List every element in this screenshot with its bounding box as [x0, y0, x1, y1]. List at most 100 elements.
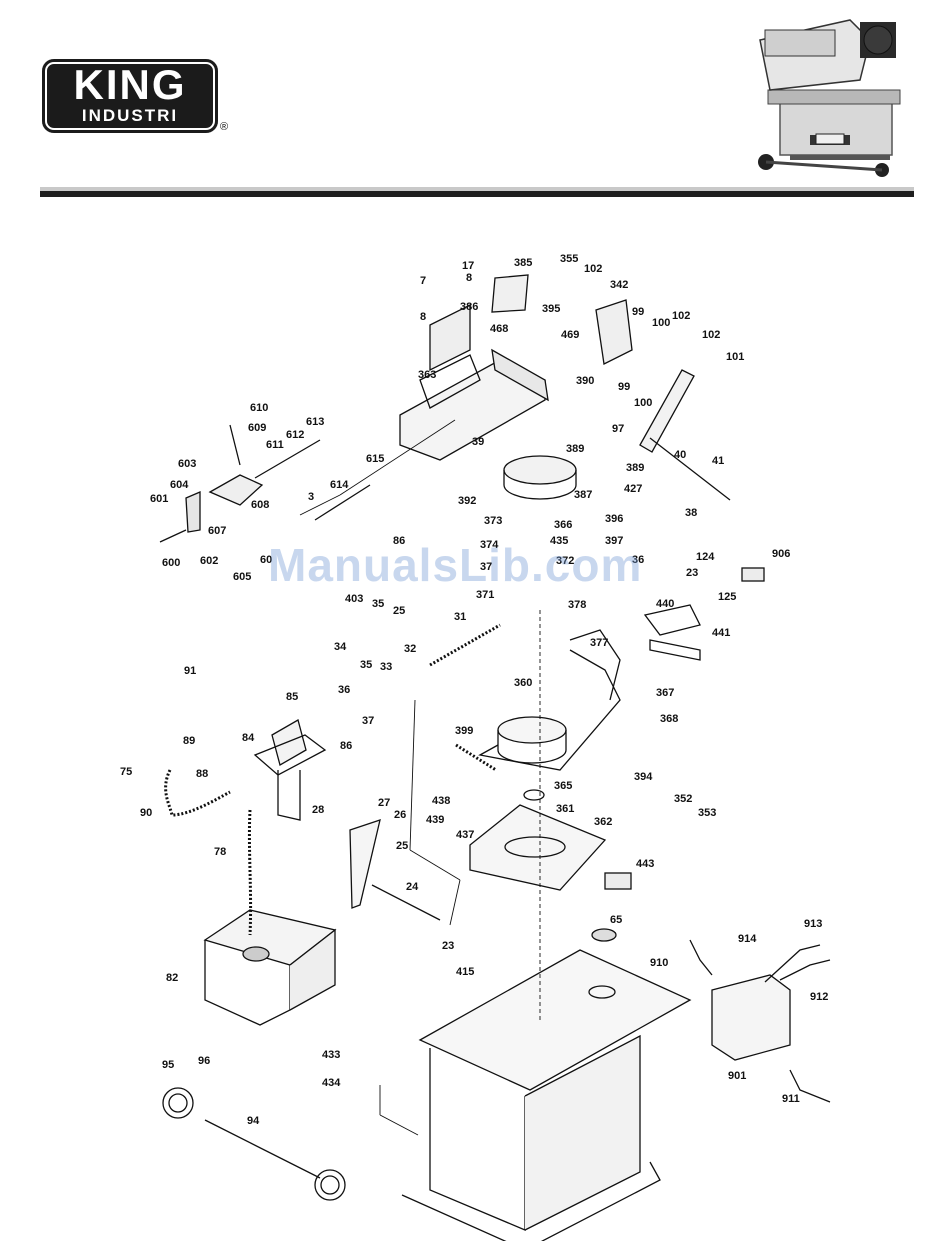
- part-label: 378: [568, 599, 586, 611]
- part-label: 389: [626, 462, 644, 474]
- header-rule-light: [40, 187, 914, 191]
- part-label: 31: [454, 611, 466, 623]
- part-label: 366: [554, 519, 572, 531]
- part-label: 610: [250, 402, 268, 414]
- part-label: 396: [605, 513, 623, 525]
- part-label: 604: [170, 479, 189, 491]
- part-label: 23: [686, 567, 698, 579]
- part-label: 102: [672, 310, 690, 322]
- part-label: 440: [656, 598, 674, 610]
- part-label: 600: [162, 557, 180, 569]
- part-label: 434: [322, 1077, 341, 1089]
- part-label: 41: [712, 455, 724, 467]
- part-label: 615: [366, 453, 384, 465]
- part-label: 28: [312, 804, 324, 816]
- part-label: 914: [738, 933, 757, 945]
- part-label: 97: [612, 423, 624, 435]
- part-label: 17: [462, 260, 474, 272]
- part-label: 372: [556, 555, 574, 567]
- part-label: 99: [618, 381, 630, 393]
- part-label: 26: [394, 809, 406, 821]
- part-label: 36: [632, 554, 644, 566]
- part-label: 912: [810, 991, 828, 1003]
- part-label: 101: [726, 351, 744, 363]
- part-label: 602: [200, 555, 218, 567]
- part-label: 33: [380, 661, 392, 673]
- logo-king-text: KING: [73, 61, 187, 108]
- part-label: 78: [214, 846, 226, 858]
- part-label: 415: [456, 966, 474, 978]
- part-label: 355: [560, 253, 578, 265]
- part-label: 913: [804, 918, 822, 930]
- part-label: 403: [345, 593, 363, 605]
- part-label: 910: [650, 957, 668, 969]
- part-label: 102: [584, 263, 602, 275]
- part-label: 399: [455, 725, 473, 737]
- manualslib-watermark: ManualsLib.com: [268, 539, 643, 591]
- part-label: 435: [550, 535, 568, 547]
- part-label: 96: [198, 1055, 210, 1067]
- part-label: 99: [632, 306, 644, 318]
- part-label: 37: [362, 715, 374, 727]
- part-label: 65: [610, 914, 622, 926]
- part-label: 371: [476, 589, 494, 601]
- part-label: 387: [574, 489, 592, 501]
- part-label: 27: [378, 797, 390, 809]
- part-label: 468: [490, 323, 508, 335]
- part-label: 373: [484, 515, 502, 527]
- part-label: 614: [330, 479, 349, 491]
- part-label: 39: [472, 436, 484, 448]
- part-label: 438: [432, 795, 450, 807]
- part-label: 94: [247, 1115, 260, 1127]
- part-label: 394: [634, 771, 653, 783]
- part-label: 35: [360, 659, 372, 671]
- part-label: 60: [260, 554, 272, 566]
- part-label: 397: [605, 535, 623, 547]
- part-label: 100: [634, 397, 652, 409]
- part-label: 82: [166, 972, 178, 984]
- part-label: 88: [196, 768, 208, 780]
- part-label: 390: [576, 375, 594, 387]
- part-label: 35: [372, 598, 384, 610]
- part-label: 353: [698, 807, 716, 819]
- part-label: 25: [393, 605, 405, 617]
- part-label: 360: [514, 677, 532, 689]
- part-label: 368: [660, 713, 678, 725]
- part-label: 75: [120, 766, 132, 778]
- part-label: 608: [251, 499, 269, 511]
- part-label: 395: [542, 303, 560, 315]
- part-label: 607: [208, 525, 226, 537]
- part-label: 40: [674, 449, 686, 461]
- part-label: 7: [420, 275, 426, 287]
- part-label: 32: [404, 643, 416, 655]
- logo-industrial-text: INDUSTRI: [81, 106, 179, 125]
- part-label: 443: [636, 858, 654, 870]
- part-label: 125: [718, 591, 736, 603]
- part-label: 363: [418, 369, 436, 381]
- part-label: 34: [334, 641, 347, 653]
- part-label: 427: [624, 483, 642, 495]
- part-label: 437: [456, 829, 474, 841]
- part-label: 38: [685, 507, 697, 519]
- part-label: 23: [442, 940, 454, 952]
- part-label: 37: [480, 561, 492, 573]
- part-label: 85: [286, 691, 298, 703]
- part-label: 603: [178, 458, 196, 470]
- part-label: 367: [656, 687, 674, 699]
- part-label: 8: [420, 311, 426, 323]
- part-label: 901: [728, 1070, 746, 1082]
- king-industrial-logo: KING INDUSTRI: [42, 59, 218, 133]
- bandsaw-product-photo: [758, 19, 901, 177]
- part-label: 89: [183, 735, 195, 747]
- part-label: 3: [308, 491, 314, 503]
- part-label: 124: [696, 551, 715, 563]
- part-label: 906: [772, 548, 790, 560]
- part-label: 95: [162, 1059, 174, 1071]
- part-label: 392: [458, 495, 476, 507]
- part-label: 377: [590, 637, 608, 649]
- part-label: 36: [338, 684, 350, 696]
- part-label: 365: [554, 780, 572, 792]
- part-label: 911: [782, 1093, 800, 1105]
